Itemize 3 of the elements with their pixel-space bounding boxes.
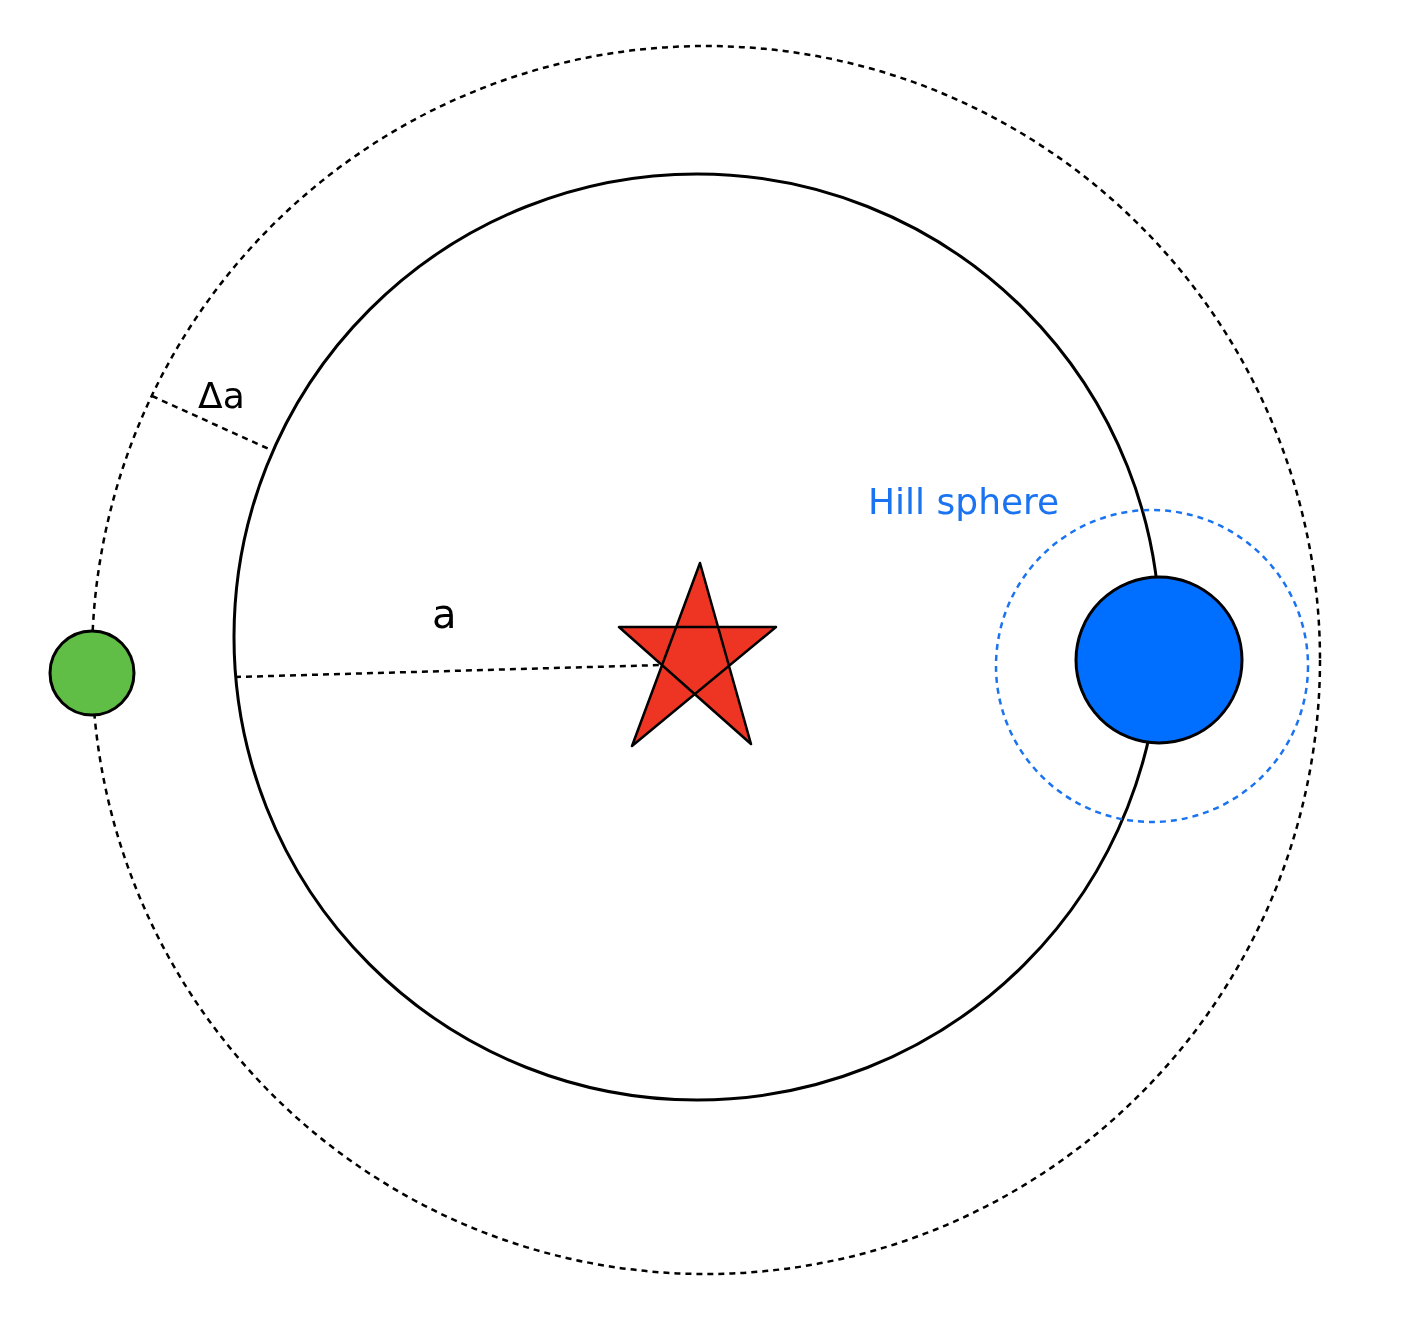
a-label: a (432, 594, 457, 634)
hill-sphere-label: Hill sphere (868, 484, 1060, 520)
delta-a-label: Δa (198, 378, 245, 414)
